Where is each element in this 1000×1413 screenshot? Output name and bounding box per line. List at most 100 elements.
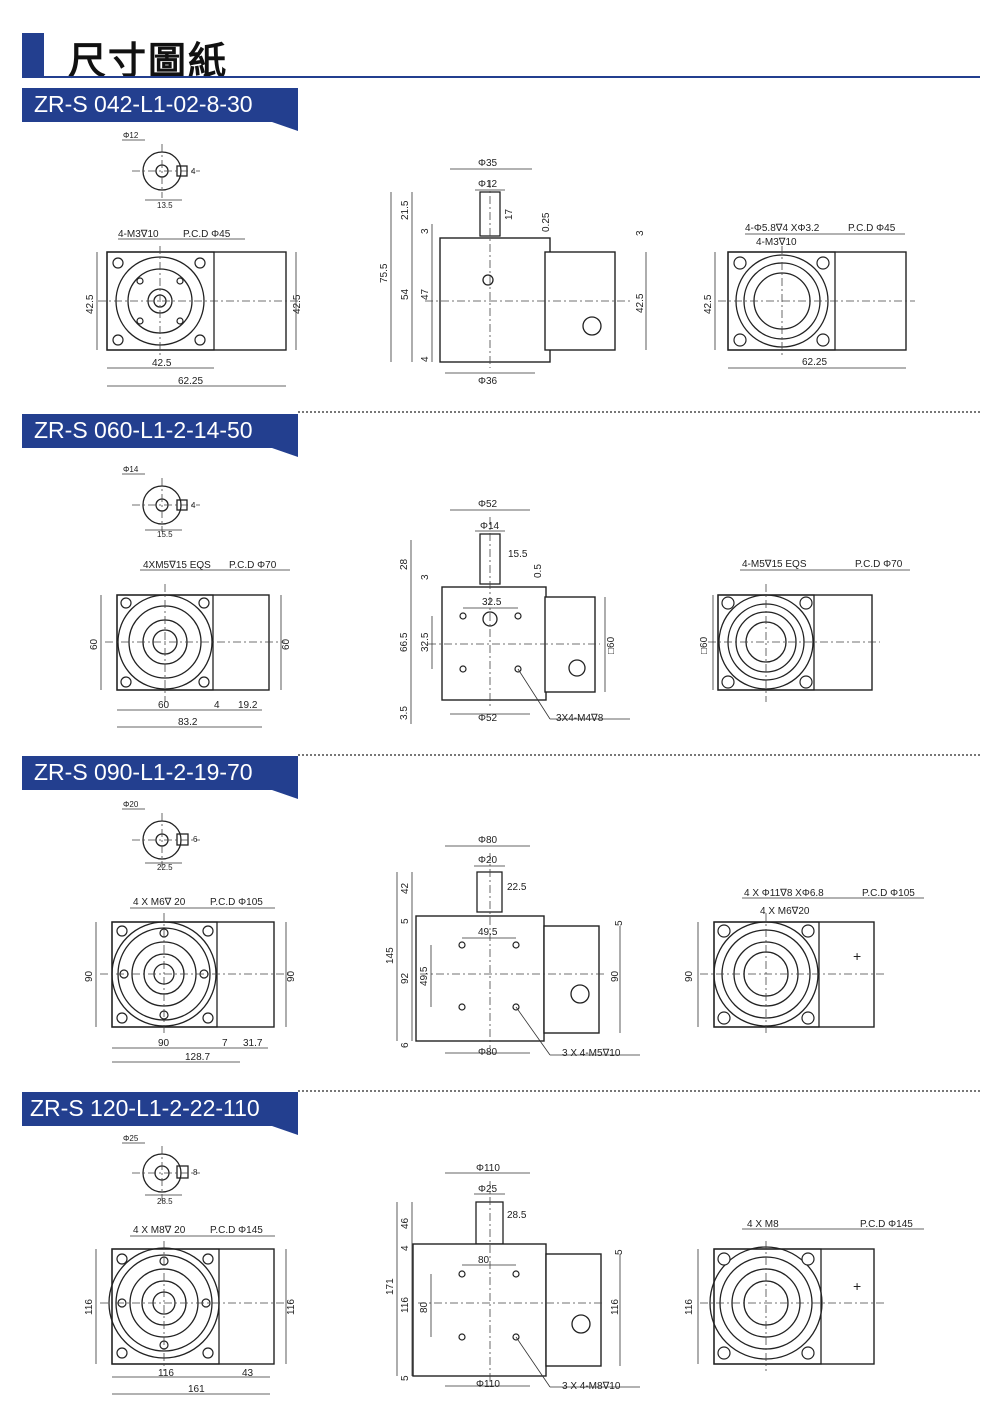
rear-height-left: □60 bbox=[699, 636, 710, 654]
side-v-base: 5 bbox=[400, 1375, 411, 1381]
side-v-total: 145 bbox=[385, 947, 396, 964]
front-width-total: 128.7 bbox=[185, 1052, 210, 1063]
front-height-right: 116 bbox=[286, 1299, 297, 1315]
side-v-inner: 80 bbox=[419, 1301, 430, 1313]
side-shaft-dia: Φ14 bbox=[480, 521, 500, 532]
front-view: 4XM5∇15 EQS P.C.D Φ70 60 60 60 4 19.2 83… bbox=[89, 560, 292, 728]
side-callout: 3X4-M4∇8 bbox=[556, 713, 604, 724]
side-v-top: 28 bbox=[399, 558, 410, 570]
drawing-zr-s-090: Φ20 6 22.5 4 X M6∇ 20 P.C.D Φ105 90 90 9… bbox=[84, 800, 924, 1063]
side-v-base: 4 bbox=[420, 356, 431, 362]
side-v-total: 75.5 bbox=[379, 263, 390, 283]
rear-view: 4 X M8 P.C.D Φ145 + 116 bbox=[684, 1219, 924, 1371]
side-bottom-dia: Φ36 bbox=[478, 376, 498, 387]
shaft-end-view: Φ20 6 22.5 bbox=[122, 800, 200, 872]
section-tab: ZR-S 060-L1-2-14-50 bbox=[22, 414, 298, 457]
side-v-body: 92 bbox=[400, 972, 411, 984]
header-rule bbox=[22, 76, 980, 78]
shaft-depth-label: 13.5 bbox=[157, 201, 173, 210]
side-top-dia: Φ80 bbox=[478, 835, 498, 846]
drawing-zr-s-060: Φ14 4 15.5 4XM5∇15 EQS P.C.D Φ70 60 60 6… bbox=[89, 465, 910, 728]
front-width-flange: 42.5 bbox=[152, 358, 172, 369]
front-callout-left: 4-M3∇10 bbox=[118, 229, 159, 240]
front-view: 4-M3∇10 P.C.D Φ45 42.5 42.5 42.5 62.25 bbox=[85, 229, 303, 387]
rear-callout-c: 4-M3∇10 bbox=[756, 237, 797, 248]
front-callout-right: P.C.D Φ70 bbox=[229, 560, 277, 571]
side-bottom-dia: Φ52 bbox=[478, 713, 498, 724]
side-shaft-dia: Φ20 bbox=[478, 855, 498, 866]
shaft-dia-label: Φ25 bbox=[123, 1134, 139, 1143]
shaft-depth-label: 15.5 bbox=[157, 530, 173, 539]
rear-view: 4 X Φ11∇8 XΦ6.8 P.C.D Φ105 4 X M6∇20 + 9… bbox=[684, 888, 924, 1036]
shaft-key-label: 8 bbox=[193, 1168, 198, 1177]
section-title: ZR-S 042-L1-02-8-30 bbox=[34, 91, 253, 117]
front-width-right: 19.2 bbox=[238, 700, 258, 711]
side-v-top: 21.5 bbox=[400, 200, 411, 220]
side-top-dia: Φ35 bbox=[478, 158, 498, 169]
shaft-key-label: 6 bbox=[193, 835, 198, 844]
side-right-h: 42.5 bbox=[635, 293, 646, 313]
section-title: ZR-S 120-L1-2-22-110 bbox=[30, 1095, 260, 1121]
rear-callout-a: 4-M5∇15 EQS bbox=[742, 559, 807, 570]
side-v-top: 42 bbox=[400, 882, 411, 894]
rear-view: 4-Φ5.8∇4 XΦ3.2 P.C.D Φ45 4-M3∇10 42.5 62… bbox=[703, 223, 915, 369]
drawing-zr-s-042: Φ12 4 13.5 4-M3∇10 P.C.D Φ45 42.5 42.5 4… bbox=[85, 131, 915, 387]
rear-callout-a: 4 X Φ11∇8 XΦ6.8 bbox=[744, 888, 824, 899]
side-pitch: 32.5 bbox=[482, 597, 502, 608]
side-view: Φ80 Φ20 22.5 49.5 42 5 145 92 49.5 6 5 9… bbox=[385, 835, 640, 1059]
front-width-flange: 90 bbox=[158, 1038, 170, 1049]
side-v-top: 46 bbox=[400, 1217, 411, 1229]
section-tab: ZR-S 090-L1-2-19-70 bbox=[22, 756, 298, 799]
shaft-depth-label: 28.5 bbox=[157, 1197, 173, 1206]
front-callout-left: 4 X M8∇ 20 bbox=[133, 1225, 186, 1236]
side-view: Φ35 Φ12 17 0.25 21.5 3 75.5 54 47 4 3 42… bbox=[379, 158, 647, 387]
side-pitch: 80 bbox=[478, 1255, 490, 1266]
side-v-total: 171 bbox=[385, 1278, 396, 1295]
section-divider bbox=[298, 1090, 980, 1092]
rear-callout-b: P.C.D Φ105 bbox=[862, 888, 915, 899]
shaft-dia-label: Φ20 bbox=[123, 800, 139, 809]
side-right-h: 90 bbox=[610, 970, 621, 982]
side-pitch: 49.5 bbox=[478, 927, 498, 938]
shaft-end-view: Φ12 4 13.5 bbox=[122, 131, 200, 210]
side-v-flange: 3 bbox=[420, 574, 431, 580]
rear-height-left: 42.5 bbox=[703, 294, 714, 314]
page-title: 尺寸圖紙 bbox=[68, 39, 229, 83]
header-accent-bar bbox=[22, 33, 44, 77]
front-height-right: 60 bbox=[281, 638, 292, 650]
side-shaft-len: 17 bbox=[504, 208, 515, 220]
front-width-gap: 4 bbox=[214, 700, 220, 711]
plus-mark-icon: + bbox=[853, 1278, 861, 1294]
side-view: Φ110 Φ25 28.5 80 46 4 171 116 80 5 5 116… bbox=[385, 1163, 640, 1392]
rear-view: 4-M5∇15 EQS P.C.D Φ70 □60 bbox=[699, 559, 910, 702]
side-right-top: 5 bbox=[614, 920, 625, 926]
front-view: 4 X M6∇ 20 P.C.D Φ105 90 90 90 7 31.7 12… bbox=[84, 897, 297, 1063]
front-height-left: 90 bbox=[84, 970, 95, 982]
front-callout-left: 4 X M6∇ 20 bbox=[133, 897, 186, 908]
rear-callout-c: 4 X M6∇20 bbox=[760, 906, 810, 917]
side-bottom-dia: Φ80 bbox=[478, 1047, 498, 1058]
section-tab: ZR-S 042-L1-02-8-30 bbox=[22, 88, 298, 131]
side-right-top: 5 bbox=[614, 1249, 625, 1255]
front-width-total: 161 bbox=[188, 1384, 205, 1395]
shaft-dia-label: Φ14 bbox=[123, 465, 139, 474]
side-gap: 0.5 bbox=[533, 564, 544, 578]
rear-callout-b: P.C.D Φ45 bbox=[848, 223, 896, 234]
front-height-right: 90 bbox=[286, 970, 297, 982]
rear-height-left: 90 bbox=[684, 970, 695, 982]
side-view: Φ52 Φ14 15.5 0.5 32.5 28 3 66.5 32.5 3.5… bbox=[399, 499, 630, 724]
side-gap: 0.25 bbox=[541, 212, 552, 232]
shaft-depth-label: 22.5 bbox=[157, 863, 173, 872]
side-v-base: 6 bbox=[400, 1042, 411, 1048]
shaft-key-label: 4 bbox=[191, 167, 196, 176]
shaft-end-view: Φ25 8 28.5 bbox=[122, 1134, 200, 1206]
front-width-flange: 116 bbox=[158, 1368, 174, 1379]
front-callout-right: P.C.D Φ45 bbox=[183, 229, 231, 240]
front-callout-right: P.C.D Φ105 bbox=[210, 897, 263, 908]
section-title: ZR-S 060-L1-2-14-50 bbox=[34, 417, 253, 443]
front-callout-right: P.C.D Φ145 bbox=[210, 1225, 263, 1236]
front-width-right: 43 bbox=[242, 1368, 254, 1379]
drawing-zr-s-120: Φ25 8 28.5 4 X M8∇ 20 P.C.D Φ145 116 116… bbox=[84, 1134, 924, 1395]
side-top-dia: Φ110 bbox=[476, 1163, 500, 1174]
front-width-right: 31.7 bbox=[243, 1038, 263, 1049]
